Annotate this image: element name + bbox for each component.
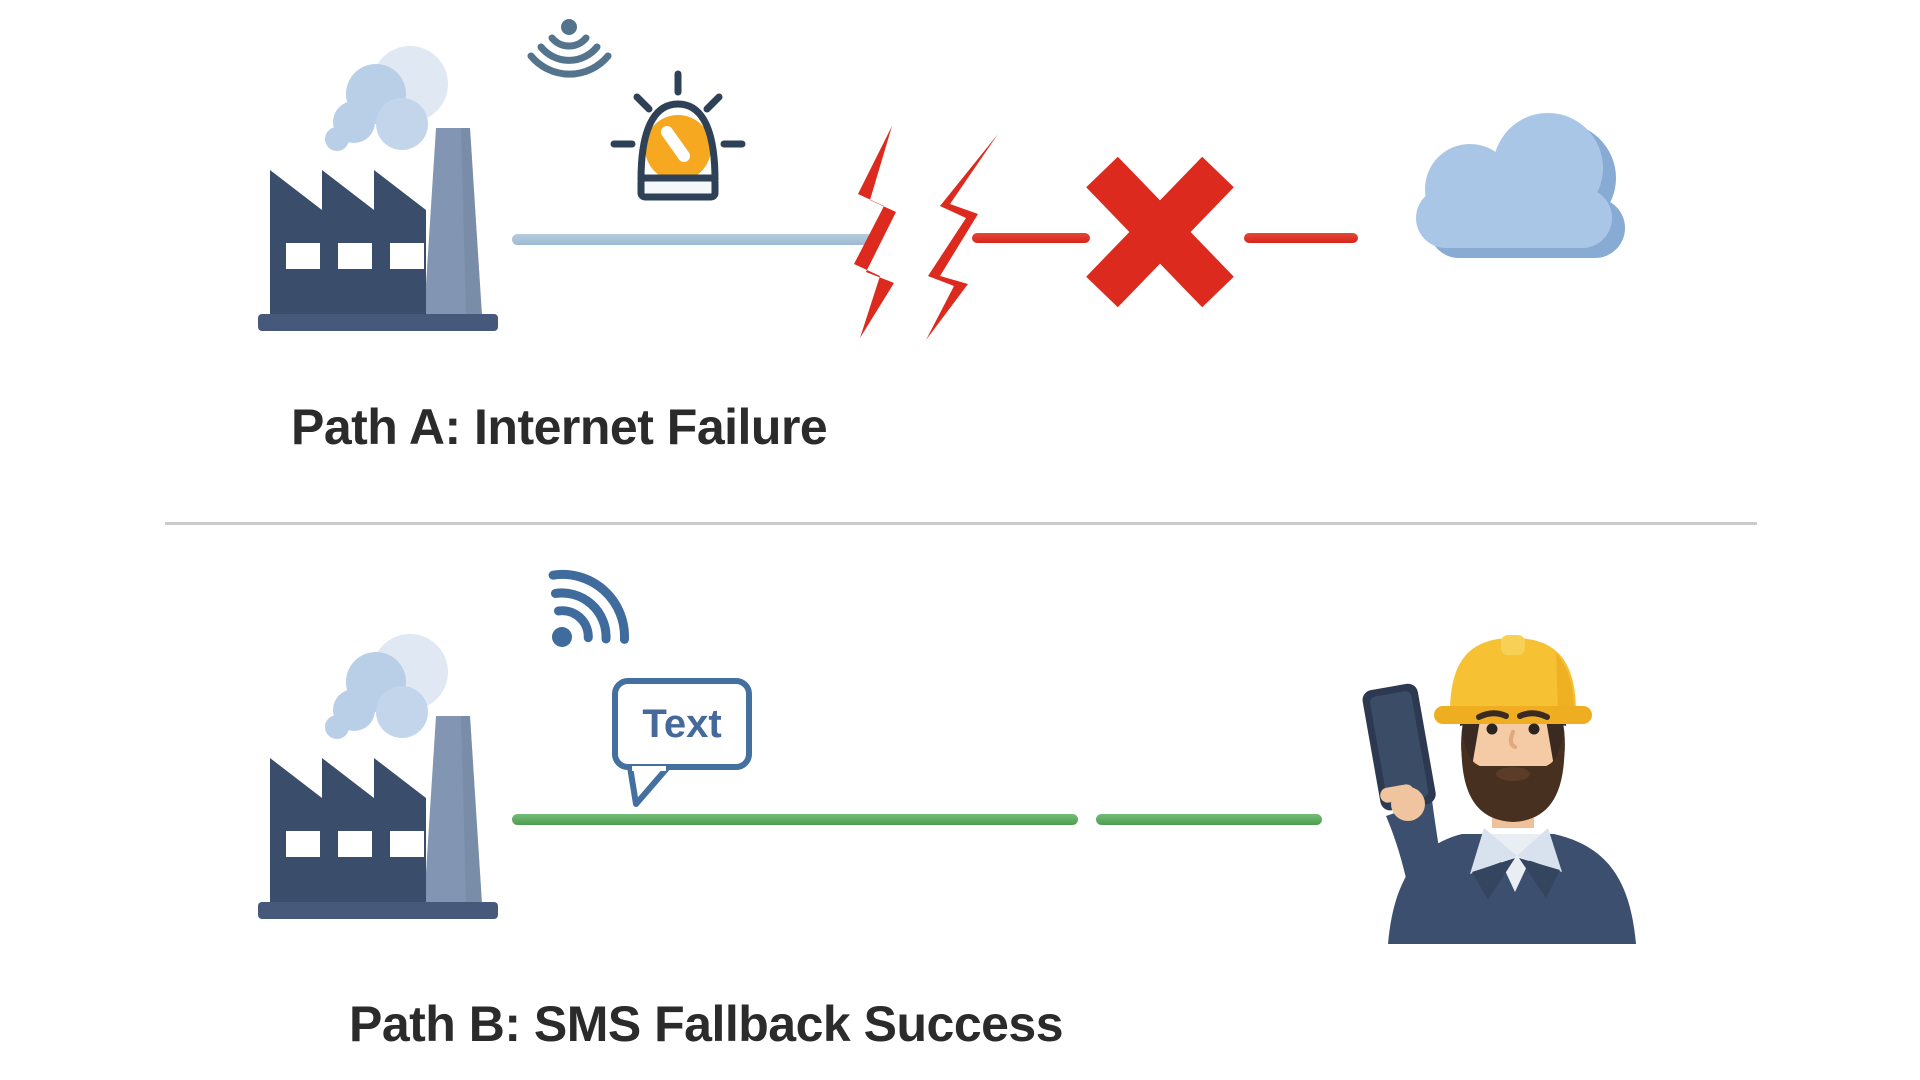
section-divider bbox=[165, 522, 1757, 525]
sms-bubble-tail bbox=[627, 766, 671, 807]
factory-icon bbox=[258, 46, 498, 331]
connection-line-green-left bbox=[512, 814, 1078, 825]
broken-connection-icon bbox=[854, 126, 998, 340]
worker-arm bbox=[1386, 800, 1456, 944]
cloud-icon bbox=[1416, 113, 1625, 258]
connection-line-red-left bbox=[972, 233, 1090, 243]
factory-icon bbox=[258, 634, 498, 919]
connection-line-red-right bbox=[1244, 233, 1358, 243]
worker-with-phone-icon bbox=[1362, 635, 1636, 944]
red-x-icon bbox=[1086, 156, 1234, 308]
connection-line-blue bbox=[512, 234, 876, 245]
wifi-signal-icon bbox=[527, 19, 612, 78]
phone-icon bbox=[1362, 683, 1436, 811]
path-b-label: Path B: SMS Fallback Success bbox=[349, 996, 1064, 1052]
connection-line-green-right bbox=[1096, 814, 1322, 825]
alarm-siren-icon bbox=[610, 70, 746, 201]
path-a-label: Path A: Internet Failure bbox=[291, 399, 828, 455]
hard-hat-icon bbox=[1450, 638, 1576, 712]
sms-bubble: Text bbox=[612, 678, 752, 770]
wifi-signal-icon bbox=[548, 570, 629, 647]
sms-bubble-text: Text bbox=[642, 701, 722, 746]
